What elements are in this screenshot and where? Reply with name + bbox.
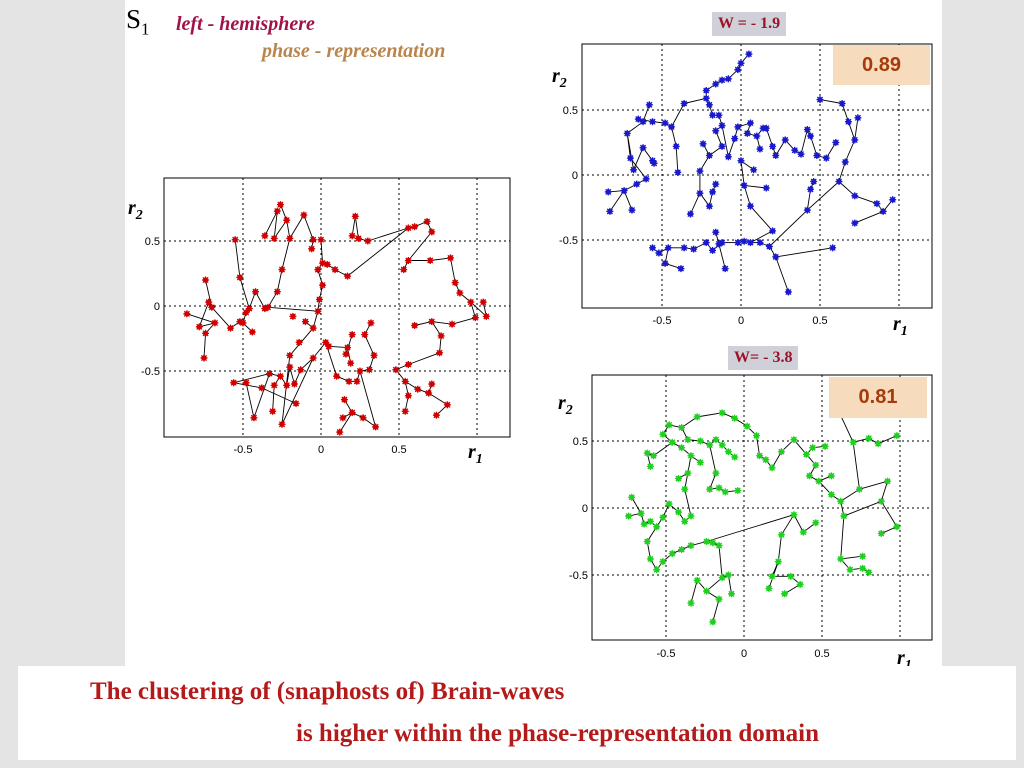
w-label-top: W = - 1.9 bbox=[712, 12, 787, 36]
caption-line-1: The clustering of (snaphosts of) Brain-w… bbox=[90, 678, 565, 705]
caption-box: The clustering of (snaphosts of) Brain-w… bbox=[18, 666, 1016, 760]
score-badge-bottom: 0.81 bbox=[829, 377, 927, 418]
subject-label: S1 bbox=[126, 4, 150, 39]
slide-panel bbox=[125, 0, 942, 666]
score-badge-top: 0.89 bbox=[833, 45, 930, 85]
caption-line-2: is higher within the phase-representatio… bbox=[296, 720, 819, 747]
w-label-bottom: W= - 3.8 bbox=[728, 346, 799, 370]
hemisphere-label: left - hemisphere bbox=[176, 13, 315, 35]
representation-label: phase - representation bbox=[262, 40, 446, 62]
